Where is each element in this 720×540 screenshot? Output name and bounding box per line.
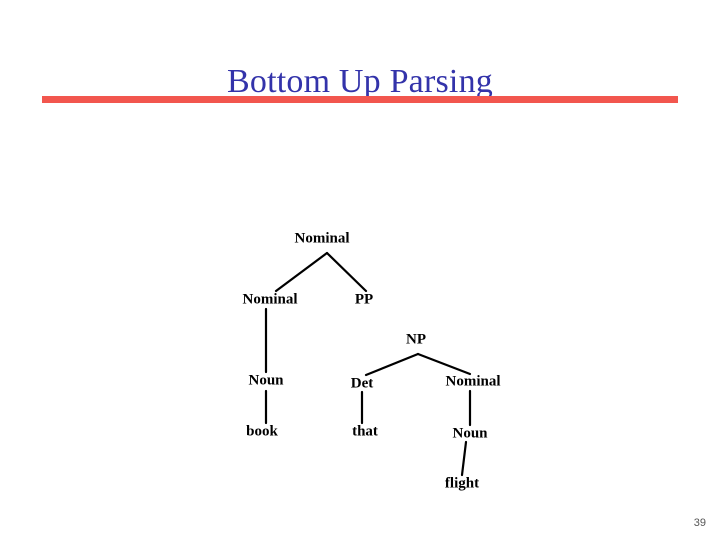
page-number: 39 (693, 517, 706, 529)
tree-edge-nominal-top-to-nominal-left (274, 251, 329, 293)
tree-node-noun-right: Noun (452, 425, 488, 442)
tree-node-nominal-left: Nominal (242, 291, 298, 308)
title-divider-rule (42, 96, 678, 103)
tree-node-det: Det (350, 375, 374, 392)
tree-edge-np-to-nominal-right (416, 352, 472, 376)
tree-node-book: book (246, 423, 278, 440)
tree-node-nominal-top: Nominal (294, 230, 350, 247)
tree-node-np: NP (406, 331, 426, 348)
tree-node-noun-left: Noun (248, 372, 284, 389)
tree-edge-np-to-det (364, 352, 420, 377)
tree-node-flight: flight (444, 475, 480, 492)
tree-node-that: that (352, 423, 378, 440)
page-title: Bottom Up Parsing (227, 62, 493, 100)
tree-node-nominal-right: Nominal (445, 373, 501, 390)
tree-edge-nominal-top-to-pp (325, 251, 368, 293)
tree-edge-noun-right-to-flight (460, 440, 468, 477)
tree-node-pp: PP (354, 291, 374, 308)
